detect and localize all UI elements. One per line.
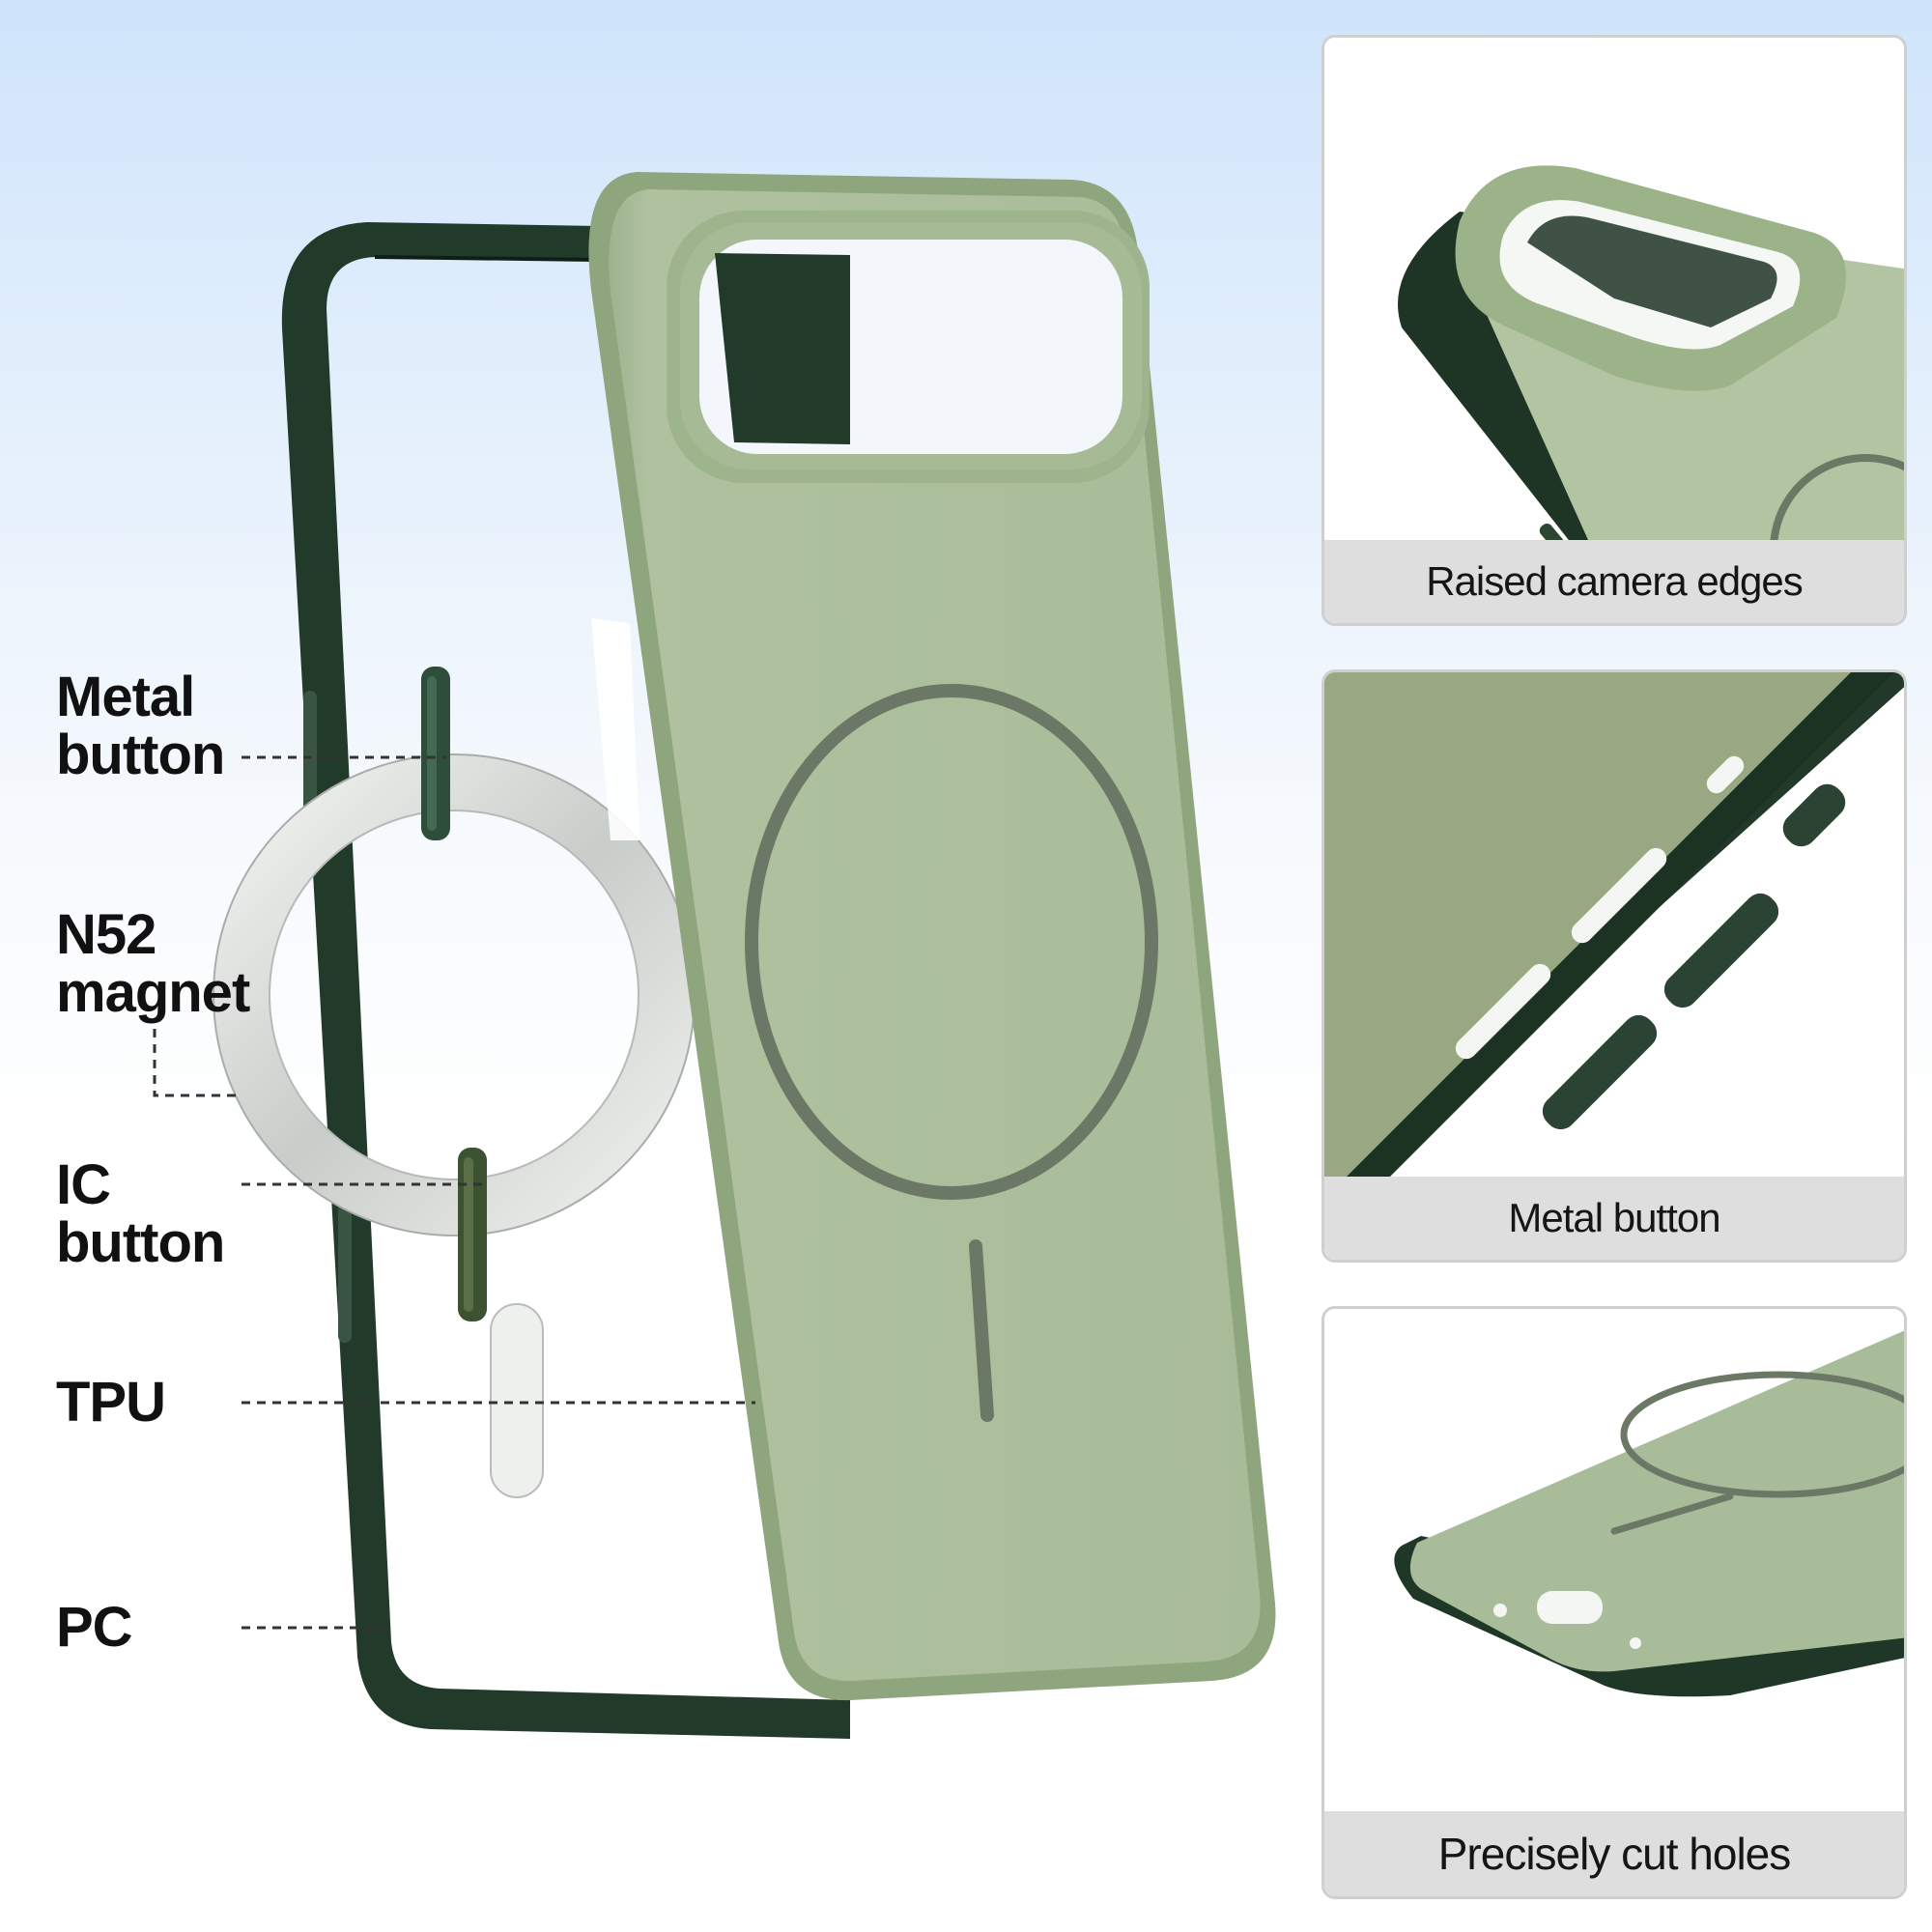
leader-lines	[153, 755, 755, 1630]
metal-button-part	[421, 667, 450, 840]
tpu-back-shell	[588, 172, 1276, 1701]
button-closeup-image	[1324, 672, 1904, 1260]
detail-panel-cut-holes: Precisely cut holes	[1321, 1306, 1907, 1899]
callout-pc: PC	[56, 1596, 133, 1659]
camera-closeup-image	[1324, 38, 1904, 623]
holes-closeup-image	[1324, 1309, 1904, 1896]
callout-ic-button: IC button	[56, 1153, 225, 1274]
detail-panel-metal-button: Metal button	[1321, 669, 1907, 1263]
panel-caption-metal-button: Metal button	[1324, 1177, 1904, 1260]
callout-metal-button: Metal button	[56, 666, 225, 786]
n52-magnet-ring	[213, 753, 696, 1498]
callout-tpu: TPU	[56, 1371, 166, 1434]
panel-caption-cut-holes: Precisely cut holes	[1324, 1811, 1904, 1896]
detail-panel-camera-edges: Raised camera edges	[1321, 35, 1907, 626]
panel-caption-camera-edges: Raised camera edges	[1324, 540, 1904, 623]
ic-button-part	[458, 1148, 487, 1321]
callout-n52-magnet: N52 magnet	[56, 903, 250, 1024]
